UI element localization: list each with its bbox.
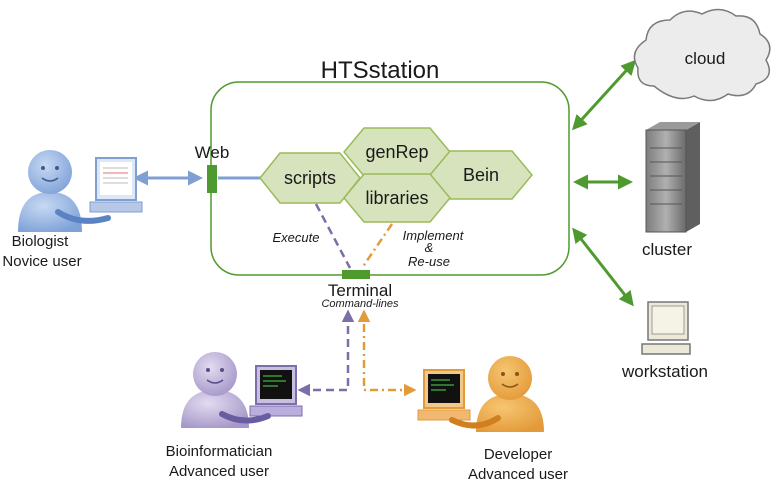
web-port xyxy=(207,165,217,193)
biologist-figure xyxy=(18,150,203,232)
hex-libraries: libraries xyxy=(343,173,451,223)
bioinformatician-label-1: Bioinformatician xyxy=(166,443,273,460)
reuse-label: Re-use xyxy=(408,254,450,269)
biologist-label-1: Biologist xyxy=(12,233,70,250)
developer-terminal-arrow xyxy=(357,309,417,397)
execute-label: Execute xyxy=(273,230,320,245)
developer-terminal-icon xyxy=(417,369,471,421)
workstation-label: workstation xyxy=(621,362,708,381)
workstation-icon xyxy=(641,301,691,355)
hex-scripts: scripts xyxy=(259,152,361,204)
biologist-monitor-icon xyxy=(89,157,143,213)
developer-label-1: Developer xyxy=(484,446,552,463)
web-label: Web xyxy=(195,143,230,162)
cloud-label: cloud xyxy=(685,49,726,68)
developer-label-2: Advanced user xyxy=(468,466,568,483)
cluster-label: cluster xyxy=(642,240,692,259)
diagram-title: HTSstation xyxy=(321,57,440,84)
developer-figure xyxy=(417,356,544,432)
hex-libraries-label: libraries xyxy=(365,188,428,208)
terminal-label: Terminal xyxy=(328,281,392,300)
bioinformatician-label-2: Advanced user xyxy=(169,463,269,480)
server-icon xyxy=(645,122,700,233)
bioinformatician-figure xyxy=(181,352,303,428)
implement-label: Implement xyxy=(403,228,465,243)
workstation-arrow xyxy=(572,227,634,307)
hex-bein: Bein xyxy=(429,150,533,200)
hex-genrep-label: genRep xyxy=(365,142,428,162)
bioinformatician-terminal-arrow xyxy=(297,309,355,397)
hex-genrep: genRep xyxy=(343,127,451,177)
bioinformatician-terminal-icon xyxy=(249,365,303,417)
biologist-label-2: Novice user xyxy=(2,253,81,270)
ampersand-label: & xyxy=(425,240,434,255)
terminal-port xyxy=(342,270,370,279)
hex-bein-label: Bein xyxy=(463,165,499,185)
hex-scripts-label: scripts xyxy=(284,168,336,188)
terminal-sublabel: Command-lines xyxy=(321,298,399,310)
cloud-arrow xyxy=(571,59,637,131)
cloud-icon xyxy=(633,8,771,102)
